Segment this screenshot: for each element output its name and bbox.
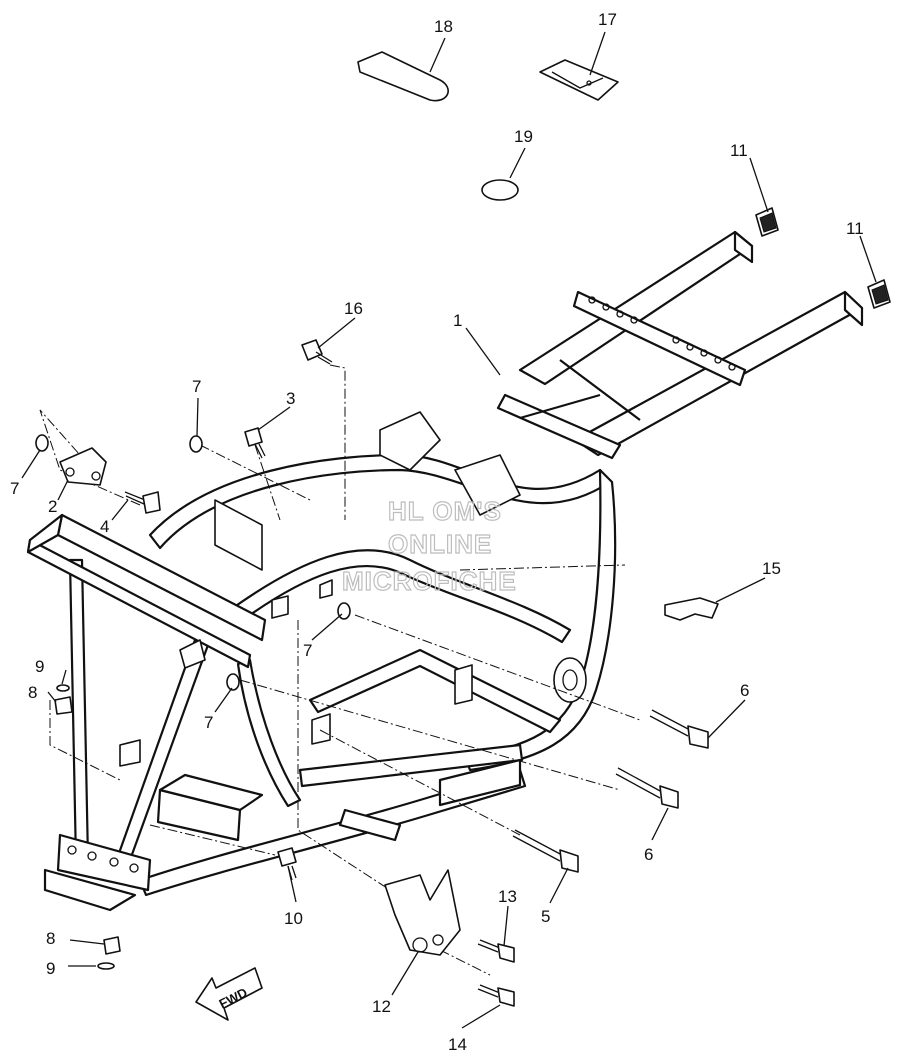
- pad-18: [357, 51, 449, 102]
- ring-19: [481, 179, 519, 201]
- callout-14: 14: [448, 1035, 467, 1054]
- callout-7d: 7: [204, 713, 213, 732]
- bolt-6b: [615, 767, 679, 809]
- watermark: HL OM'S ONLINE MICROFICHE: [341, 495, 517, 596]
- callouts: 18 17 19 11 11 16 1 7 3 7 2 4 15 7 9 8 6…: [10, 10, 864, 1054]
- fwd-arrow-icon: FWD: [195, 967, 263, 1021]
- pouch-17: [539, 59, 619, 101]
- parts: [35, 51, 891, 1007]
- bolt-4: [124, 491, 161, 514]
- callout-7a: 7: [192, 377, 201, 396]
- bolt-10: [277, 847, 297, 881]
- ring-9b: [97, 962, 115, 970]
- grab-bar-holes: [588, 296, 736, 371]
- watermark-line-2: ONLINE: [388, 529, 492, 559]
- callout-15: 15: [762, 559, 781, 578]
- bracket-15: [664, 597, 719, 621]
- ring-9a: [56, 684, 70, 692]
- washer-7a: [35, 434, 49, 452]
- callout-7c: 7: [303, 641, 312, 660]
- frame-assembly: [26, 230, 864, 912]
- callout-9b: 9: [46, 959, 55, 978]
- bolt-3: [244, 427, 266, 459]
- callout-19: 19: [514, 127, 533, 146]
- callout-6a: 6: [740, 681, 749, 700]
- bolt-13: [477, 939, 515, 963]
- washer-7b: [189, 435, 203, 453]
- callout-2: 2: [48, 497, 57, 516]
- watermark-line-1: HL OM'S: [388, 496, 502, 526]
- collar-8b: [103, 936, 121, 955]
- assembly-lines: [39, 364, 641, 976]
- bolt-6a: [649, 709, 709, 749]
- collar-8a: [54, 696, 73, 715]
- callout-6b: 6: [644, 845, 653, 864]
- callout-17: 17: [598, 10, 617, 29]
- callout-8a: 8: [28, 683, 37, 702]
- callout-16: 16: [344, 299, 363, 318]
- callout-11b: 11: [846, 219, 864, 238]
- callout-7b: 7: [10, 479, 19, 498]
- callout-12: 12: [372, 997, 391, 1016]
- callout-1: 1: [453, 311, 462, 330]
- callout-9a: 9: [35, 657, 44, 676]
- callout-10: 10: [284, 909, 303, 928]
- watermark-line-3: MICROFICHE: [342, 566, 517, 596]
- callout-8b: 8: [46, 929, 55, 948]
- block-holes: [67, 845, 139, 873]
- callout-11a: 11: [730, 141, 748, 160]
- callout-13: 13: [498, 887, 517, 906]
- callout-3: 3: [286, 389, 295, 408]
- leader-lines: [21, 31, 877, 1029]
- bolt-5: [512, 829, 579, 873]
- callout-18: 18: [434, 17, 453, 36]
- callout-4: 4: [100, 517, 109, 536]
- bolt-16: [301, 339, 333, 365]
- callout-5: 5: [541, 907, 550, 926]
- washer-7d: [226, 673, 240, 691]
- footrest-bracket-12: [384, 869, 461, 956]
- bolt-14: [477, 984, 515, 1007]
